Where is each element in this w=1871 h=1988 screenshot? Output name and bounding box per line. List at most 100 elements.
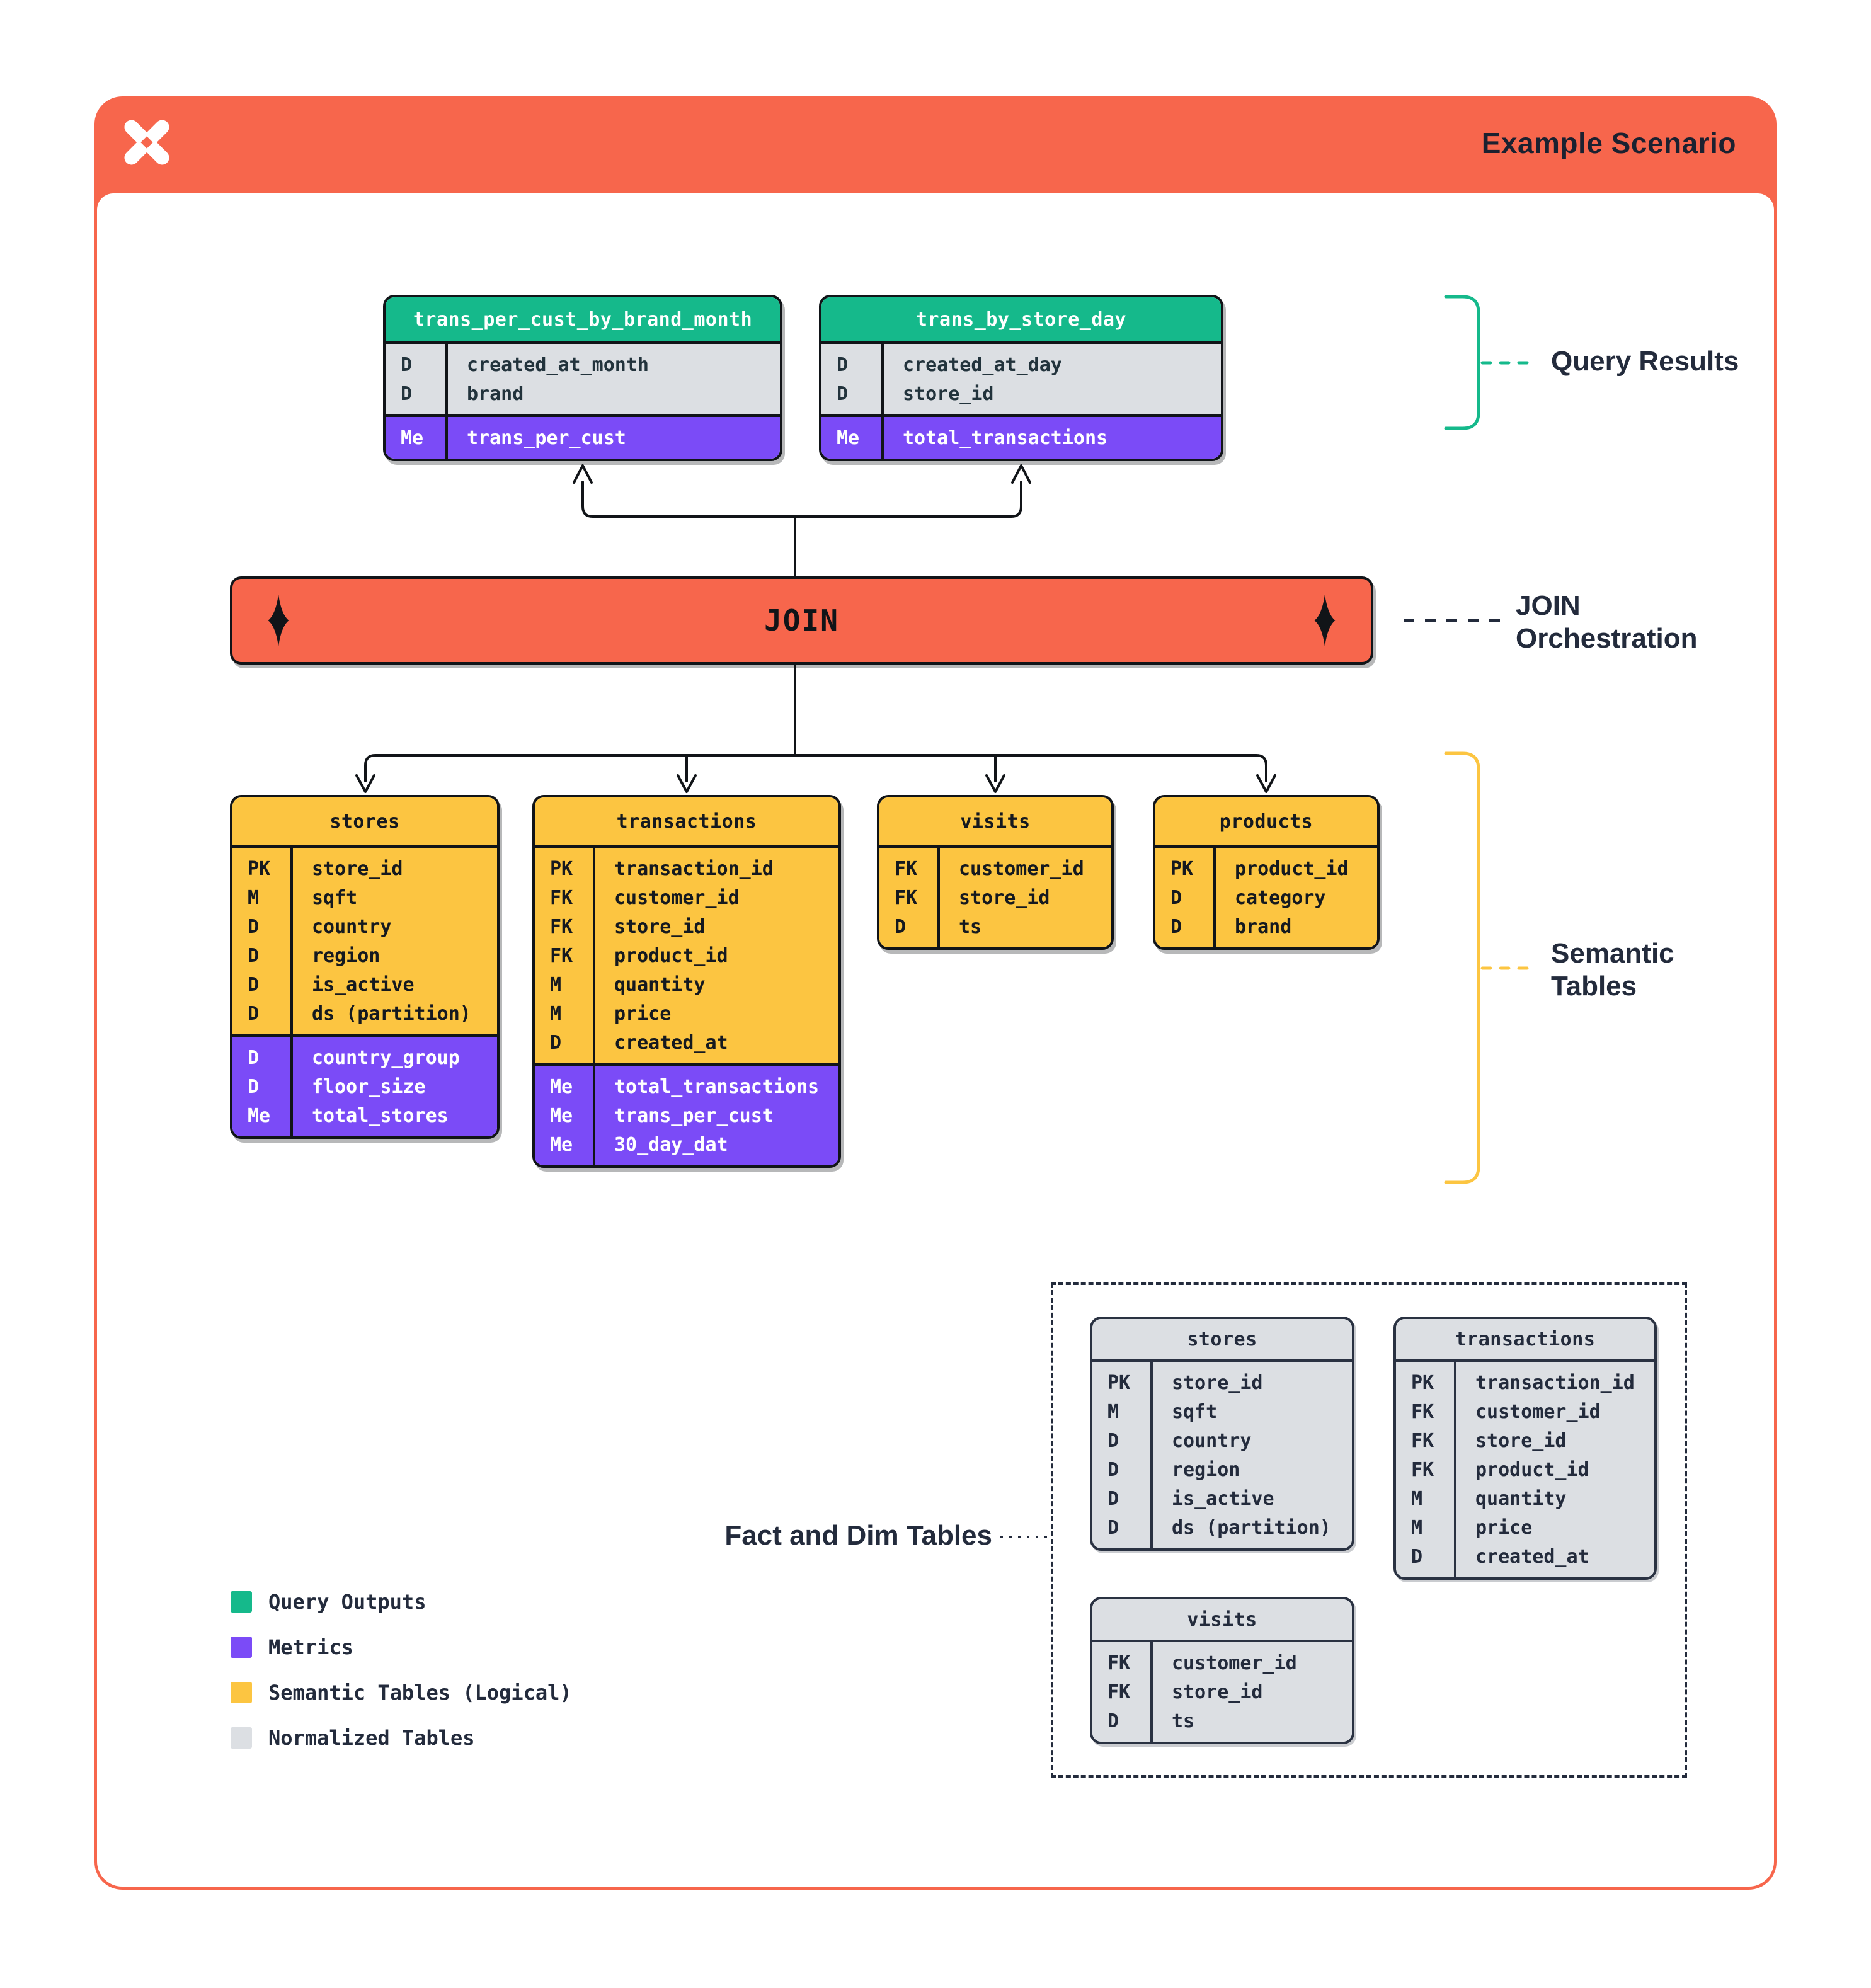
row-key: D <box>1411 1545 1423 1568</box>
row-key: Me <box>248 1104 271 1127</box>
row-field-name: country_group <box>312 1046 460 1069</box>
annotation-join-orchestration: JOIN Orchestration <box>1516 590 1698 654</box>
row-field-name: trans_per_cust <box>467 426 626 449</box>
table-title: trans_by_store_day <box>821 297 1221 344</box>
fact-and-dim-box <box>1051 1282 1687 1778</box>
row-key: FK <box>550 886 573 909</box>
row-key: M <box>1107 1400 1119 1423</box>
row-key: FK <box>550 944 573 967</box>
row-field-name: country <box>312 915 392 938</box>
legend-item: Query Outputs <box>231 1590 572 1614</box>
row-field-name: store_id <box>1475 1429 1567 1452</box>
legend-label: Normalized Tables <box>268 1726 475 1750</box>
row-field-name: price <box>614 1002 672 1025</box>
row-key: FK <box>1107 1652 1131 1674</box>
row-field-name: created_at_month <box>467 353 649 376</box>
row-key: D <box>1170 886 1182 909</box>
row-key: M <box>1411 1516 1423 1539</box>
row-key: M <box>550 1002 562 1025</box>
row-key: PK <box>550 857 573 880</box>
row-key: D <box>895 915 907 938</box>
table-title: transactions <box>1396 1319 1654 1362</box>
row-key: D <box>1107 1710 1119 1732</box>
row-key: Me <box>550 1133 573 1156</box>
row-key: D <box>1107 1429 1119 1452</box>
row-field-name: ds (partition) <box>312 1002 471 1025</box>
table-title: stores <box>232 797 497 848</box>
table-row: Me 30_day_dat <box>535 1130 838 1159</box>
row-field-name: brand <box>1235 915 1292 938</box>
row-field-name: sqft <box>312 886 358 909</box>
row-field-name: transaction_id <box>1475 1371 1635 1394</box>
legend-swatch <box>231 1591 252 1613</box>
row-field-name: is_active <box>1172 1487 1274 1510</box>
row-key: D <box>248 915 260 938</box>
legend-swatch <box>231 1727 252 1749</box>
row-key: PK <box>248 857 271 880</box>
key-column-divider <box>937 848 940 947</box>
row-key: D <box>837 353 849 376</box>
row-field-name: store_id <box>312 857 403 880</box>
join-label: JOIN <box>764 603 839 637</box>
row-field-name: 30_day_dat <box>614 1133 728 1156</box>
key-column-divider <box>593 848 595 1165</box>
row-field-name: customer_id <box>1475 1400 1601 1423</box>
row-field-name: region <box>312 944 380 967</box>
legend-item: Normalized Tables <box>231 1726 572 1750</box>
row-field-name: is_active <box>312 973 415 996</box>
row-key: FK <box>1411 1400 1434 1423</box>
row-field-name: created_at <box>1475 1545 1589 1568</box>
row-key: FK <box>1411 1429 1434 1452</box>
row-field-name: store_id <box>614 915 706 938</box>
row-key: Me <box>550 1104 573 1127</box>
row-key: D <box>248 1075 260 1098</box>
pinwheel-x-logo-icon <box>124 120 169 165</box>
page-title: Example Scenario <box>1481 127 1736 159</box>
key-column-divider <box>1454 1362 1456 1577</box>
legend-label: Metrics <box>268 1635 353 1659</box>
table-title: transactions <box>535 797 838 848</box>
row-key: Me <box>401 426 424 449</box>
legend-label: Query Outputs <box>268 1590 426 1614</box>
row-key: D <box>550 1031 562 1054</box>
row-key: M <box>550 973 562 996</box>
row-field-name: region <box>1172 1458 1240 1481</box>
row-key: D <box>1170 915 1182 938</box>
row-field-name: store_id <box>959 886 1050 909</box>
legend-swatch <box>231 1637 252 1658</box>
key-column-divider <box>290 848 293 1136</box>
row-field-name: total_transactions <box>614 1075 820 1098</box>
